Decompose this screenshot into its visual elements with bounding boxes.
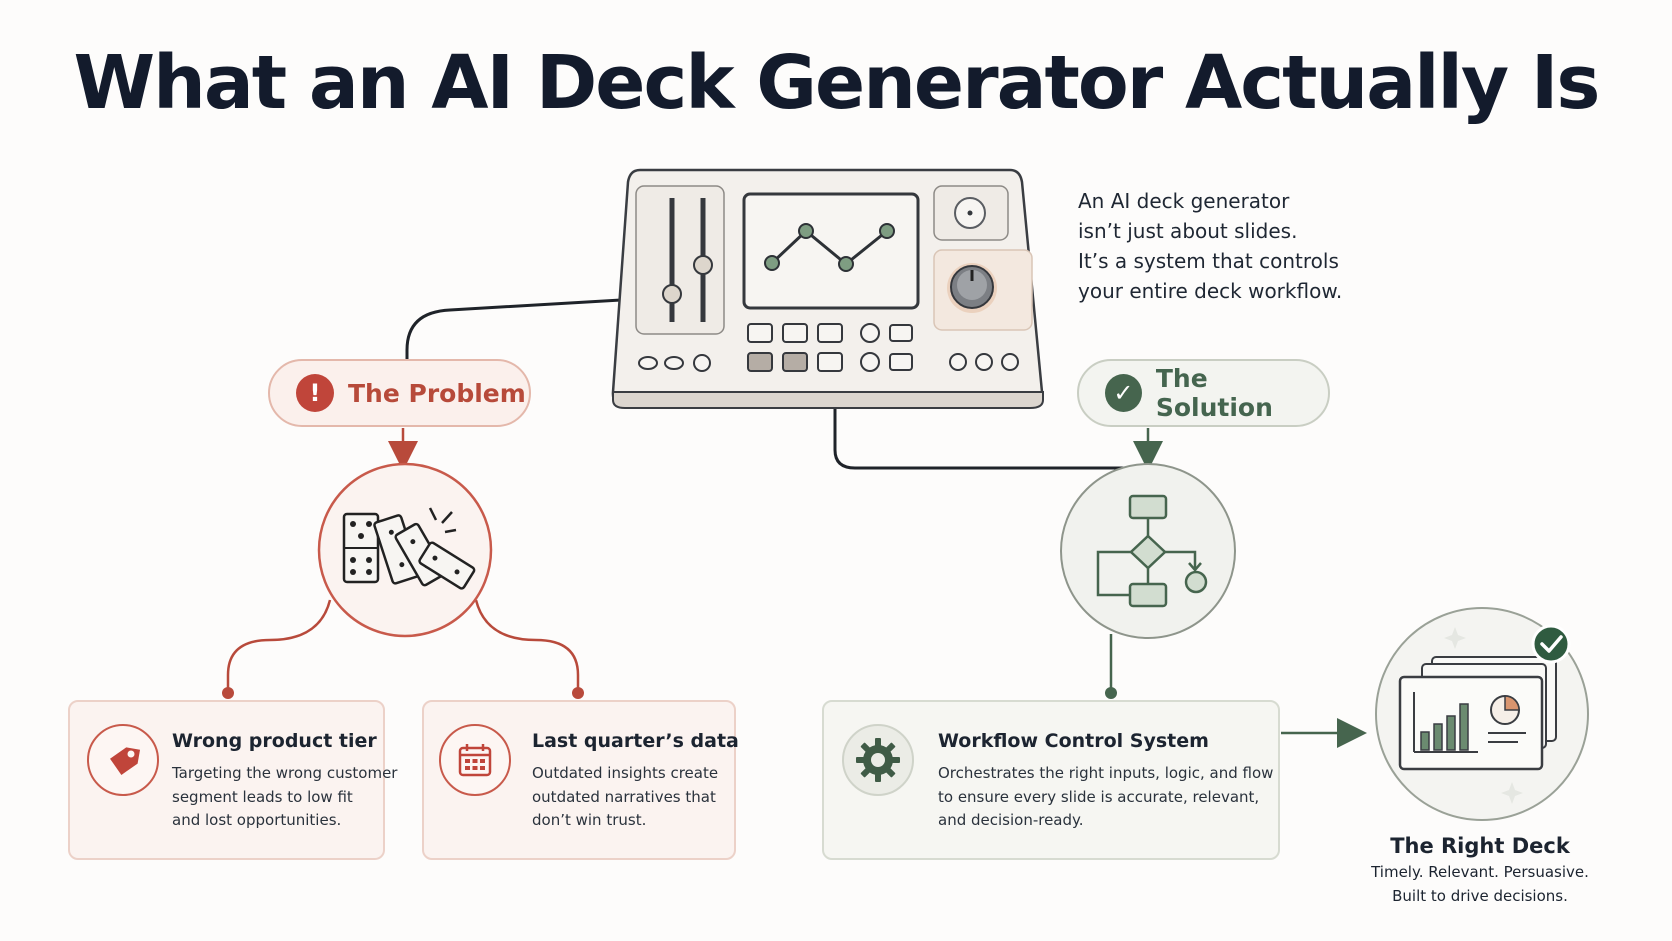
problem-pill: ! The Problem xyxy=(268,359,531,427)
check-icon: ✓ xyxy=(1105,374,1142,412)
page-title: What an AI Deck Generator Actually Is xyxy=(73,40,1601,126)
presentation-deck-icon xyxy=(1375,607,1589,821)
problem-label: The Problem xyxy=(348,378,526,408)
workflow-control-card: Workflow Control System Orchestrates the… xyxy=(822,700,1280,860)
card-body: Targeting the wrong customer segment lea… xyxy=(172,762,397,833)
connector-problem-left xyxy=(226,599,332,692)
solution-pill: ✓ The Solution xyxy=(1077,359,1330,427)
last-quarter-data-card: Last quarter’s data Outdated insights cr… xyxy=(422,700,739,860)
card-body-line: don’t win trust. xyxy=(532,811,647,829)
intro-text: An AI deck generator isn’t just about sl… xyxy=(1078,186,1378,306)
alert-icon: ! xyxy=(296,374,334,412)
intro-line: isn’t just about slides. xyxy=(1078,219,1298,243)
intro-line: An AI deck generator xyxy=(1078,189,1290,213)
card-body-line: outdated narratives that xyxy=(532,787,716,806)
intro-line: your entire deck workflow. xyxy=(1078,279,1343,303)
card-title: Workflow Control System xyxy=(938,730,1209,752)
intro-line: It’s a system that controls xyxy=(1078,249,1339,273)
price-tag-icon xyxy=(87,724,159,796)
card-body-line: Targeting the wrong customer xyxy=(172,764,398,782)
card-title: Last quarter’s data xyxy=(532,730,739,752)
solution-label: The Solution xyxy=(1155,364,1273,422)
connector-problem-right xyxy=(474,599,580,692)
right-deck-line: Timely. Relevant. Persuasive. xyxy=(1371,863,1589,881)
right-deck-line: Built to drive decisions. xyxy=(1392,887,1568,905)
gear-icon xyxy=(842,724,914,796)
card-body-line: and decision-ready. xyxy=(938,811,1084,829)
card-body-line: to ensure every slide is accurate, relev… xyxy=(938,787,1260,806)
connector-panel-to-solution xyxy=(833,405,1125,470)
falling-dominoes-icon xyxy=(317,462,493,638)
card-body: Outdated insights create outdated narrat… xyxy=(532,762,718,833)
calendar-icon xyxy=(439,724,511,796)
card-body: Orchestrates the right inputs, logic, an… xyxy=(938,762,1273,833)
card-body-line: and lost opportunities. xyxy=(172,811,342,829)
card-title: Wrong product tier xyxy=(172,730,377,752)
card-body-line: Orchestrates the right inputs, logic, an… xyxy=(938,764,1274,782)
right-deck-caption: The Right Deck Timely. Relevant. Persuas… xyxy=(1360,834,1600,908)
right-deck-title: The Right Deck xyxy=(1390,834,1570,858)
card-body-line: segment leads to low fit xyxy=(172,787,353,806)
wrong-product-tier-card: Wrong product tier Targeting the wrong c… xyxy=(68,700,397,860)
connector-panel-to-problem xyxy=(405,298,622,359)
control-panel-icon xyxy=(611,168,1044,409)
flowchart-icon xyxy=(1060,463,1236,639)
card-body-line: Outdated insights create xyxy=(532,764,719,782)
